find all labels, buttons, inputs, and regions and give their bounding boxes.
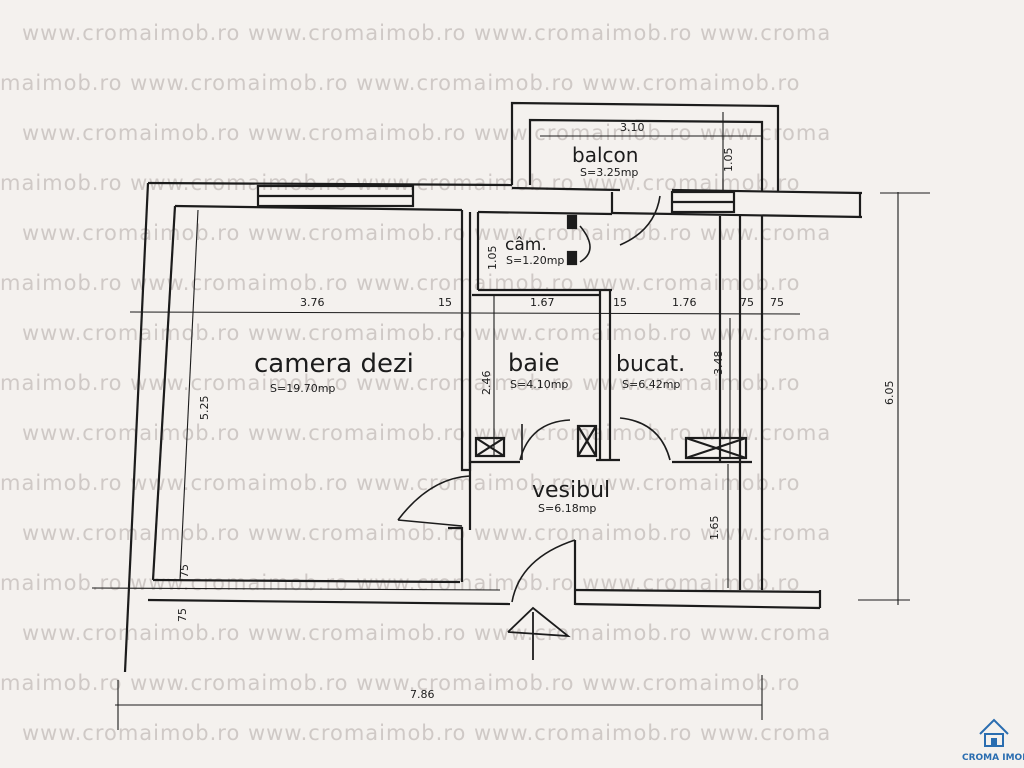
balcony-outer-wall [510, 101, 780, 192]
kitchen-width-label: 1.76 [672, 296, 697, 309]
watermark-row: www.cromaimob.ro www.cromaimob.ro www.cr… [22, 321, 831, 345]
room-height-dim-line [179, 209, 199, 581]
main-room-label: camera dezi [254, 349, 414, 379]
room-height-label: 5.25 [198, 396, 211, 421]
closet-height-label: 1.05 [486, 246, 499, 271]
kitchen-vent-cross [685, 436, 747, 460]
croma-imob-logo: CROMA IMOB [962, 718, 1024, 763]
watermark-row: maimob.ro www.cromaimob.ro www.cromaimob… [0, 371, 801, 395]
balcony-depth-label: 1.05 [722, 148, 735, 173]
room-labels: balcon S=3.25mp câm. S=1.20mp camera dez… [254, 143, 685, 515]
inner-top-wall-line [174, 204, 463, 212]
balcony-door-arc [619, 195, 661, 246]
wall-thickness-label: 75 [770, 296, 784, 309]
hall-height-label: 1.65 [708, 516, 721, 541]
overall-height-label: 6.05 [883, 381, 896, 406]
walls [123, 101, 863, 673]
outer-top-wall-line [147, 181, 513, 187]
inner-left-wall-line [151, 205, 177, 581]
outer-bottom-wall-right [574, 602, 821, 610]
bottom-wall-label: 75 [176, 608, 189, 622]
watermark-row: maimob.ro www.cromaimob.ro www.cromaimob… [0, 471, 801, 495]
entrance-door-arc [511, 539, 576, 603]
room-door-leaf [397, 519, 463, 527]
room-width-label: 3.76 [300, 296, 325, 309]
watermark-layer: www.cromaimob.ro www.cromaimob.ro www.cr… [0, 21, 831, 745]
balcony-inner-wall [528, 118, 764, 192]
watermark-row: www.cromaimob.ro www.cromaimob.ro www.cr… [22, 21, 831, 45]
closet-label: câm. [505, 235, 547, 255]
watermark-row: www.cromaimob.ro www.cromaimob.ro www.cr… [22, 721, 831, 745]
dimension-labels: 3.10 1.05 1.05 3.76 15 1.67 15 1.76 75 7… [176, 121, 896, 701]
watermark-row: www.cromaimob.ro www.cromaimob.ro www.cr… [22, 421, 831, 445]
closet-top-wall [477, 210, 613, 216]
kitchen-door-arc [619, 417, 671, 461]
bottom-wall-label: 75 [178, 564, 191, 578]
balcony-label: balcon [572, 143, 638, 167]
outer-bottom-wall-left [147, 598, 511, 606]
bath-vent-box [474, 436, 506, 458]
hall-bottom-wall [574, 588, 821, 594]
kitchen-top-wall [611, 211, 863, 219]
bath-width-label: 1.67 [530, 296, 555, 309]
watermark-row: www.cromaimob.ro www.cromaimob.ro www.cr… [22, 121, 831, 145]
bath-height-label: 2.46 [480, 371, 493, 396]
bath-vent-cross [475, 437, 505, 457]
watermark-row: www.cromaimob.ro www.cromaimob.ro www.cr… [22, 621, 831, 645]
entrance-arrow-icon [507, 606, 571, 660]
bath-shaft-cross [577, 425, 597, 457]
hall-partition [448, 526, 464, 582]
door-swings [397, 195, 671, 603]
wall-thickness-label: 15 [613, 296, 627, 309]
watermark-row: maimob.ro www.cromaimob.ro www.cromaimob… [0, 271, 801, 295]
kitchen-height-label: 3.48 [712, 351, 725, 376]
balcony-area: S=3.25mp [580, 166, 638, 179]
kitchen-vent-box [684, 436, 748, 460]
closet-door-jamb [566, 250, 578, 266]
hallway-label: vesibul [532, 478, 610, 503]
bath-shaft-box [576, 424, 598, 458]
outer-left-wall-line [123, 182, 150, 673]
wall-thickness-label: 75 [740, 296, 754, 309]
bottom-dim-line [91, 587, 501, 591]
bathroom-label: baie [508, 349, 559, 377]
watermark-row: maimob.ro www.cromaimob.ro www.cromaimob… [0, 71, 801, 95]
wall-thickness-label: 15 [438, 296, 452, 309]
horizontal-dim-line [129, 311, 801, 315]
kitchen-area: S=6.42mp [622, 378, 680, 391]
kitchen-label: bucat. [616, 352, 685, 377]
hallway-area: S=6.18mp [538, 502, 596, 515]
closet-area: S=1.20mp [506, 254, 564, 267]
balcony-width-label: 3.10 [620, 121, 645, 134]
room-bottom-wall [152, 578, 461, 584]
logo-text: CROMA IMOB [962, 753, 1024, 763]
balcony-rail-left [511, 186, 621, 192]
room-door-arc [397, 475, 471, 521]
balcony-rail-right [671, 188, 863, 195]
dimension-lines [91, 112, 930, 730]
main-room-area: S=19.70mp [270, 382, 335, 395]
watermark-row: maimob.ro www.cromaimob.ro www.cromaimob… [0, 671, 801, 695]
bathroom-area: S=4.10mp [510, 378, 568, 391]
house-logo-icon [979, 718, 1009, 747]
watermark-row: www.cromaimob.ro www.cromaimob.ro www.cr… [22, 221, 831, 245]
watermark-row: maimob.ro www.cromaimob.ro www.cromaimob… [0, 171, 801, 195]
closet-door-jamb [566, 214, 578, 230]
overall-width-label: 7.86 [410, 688, 435, 701]
closet-door-arc [579, 225, 591, 263]
